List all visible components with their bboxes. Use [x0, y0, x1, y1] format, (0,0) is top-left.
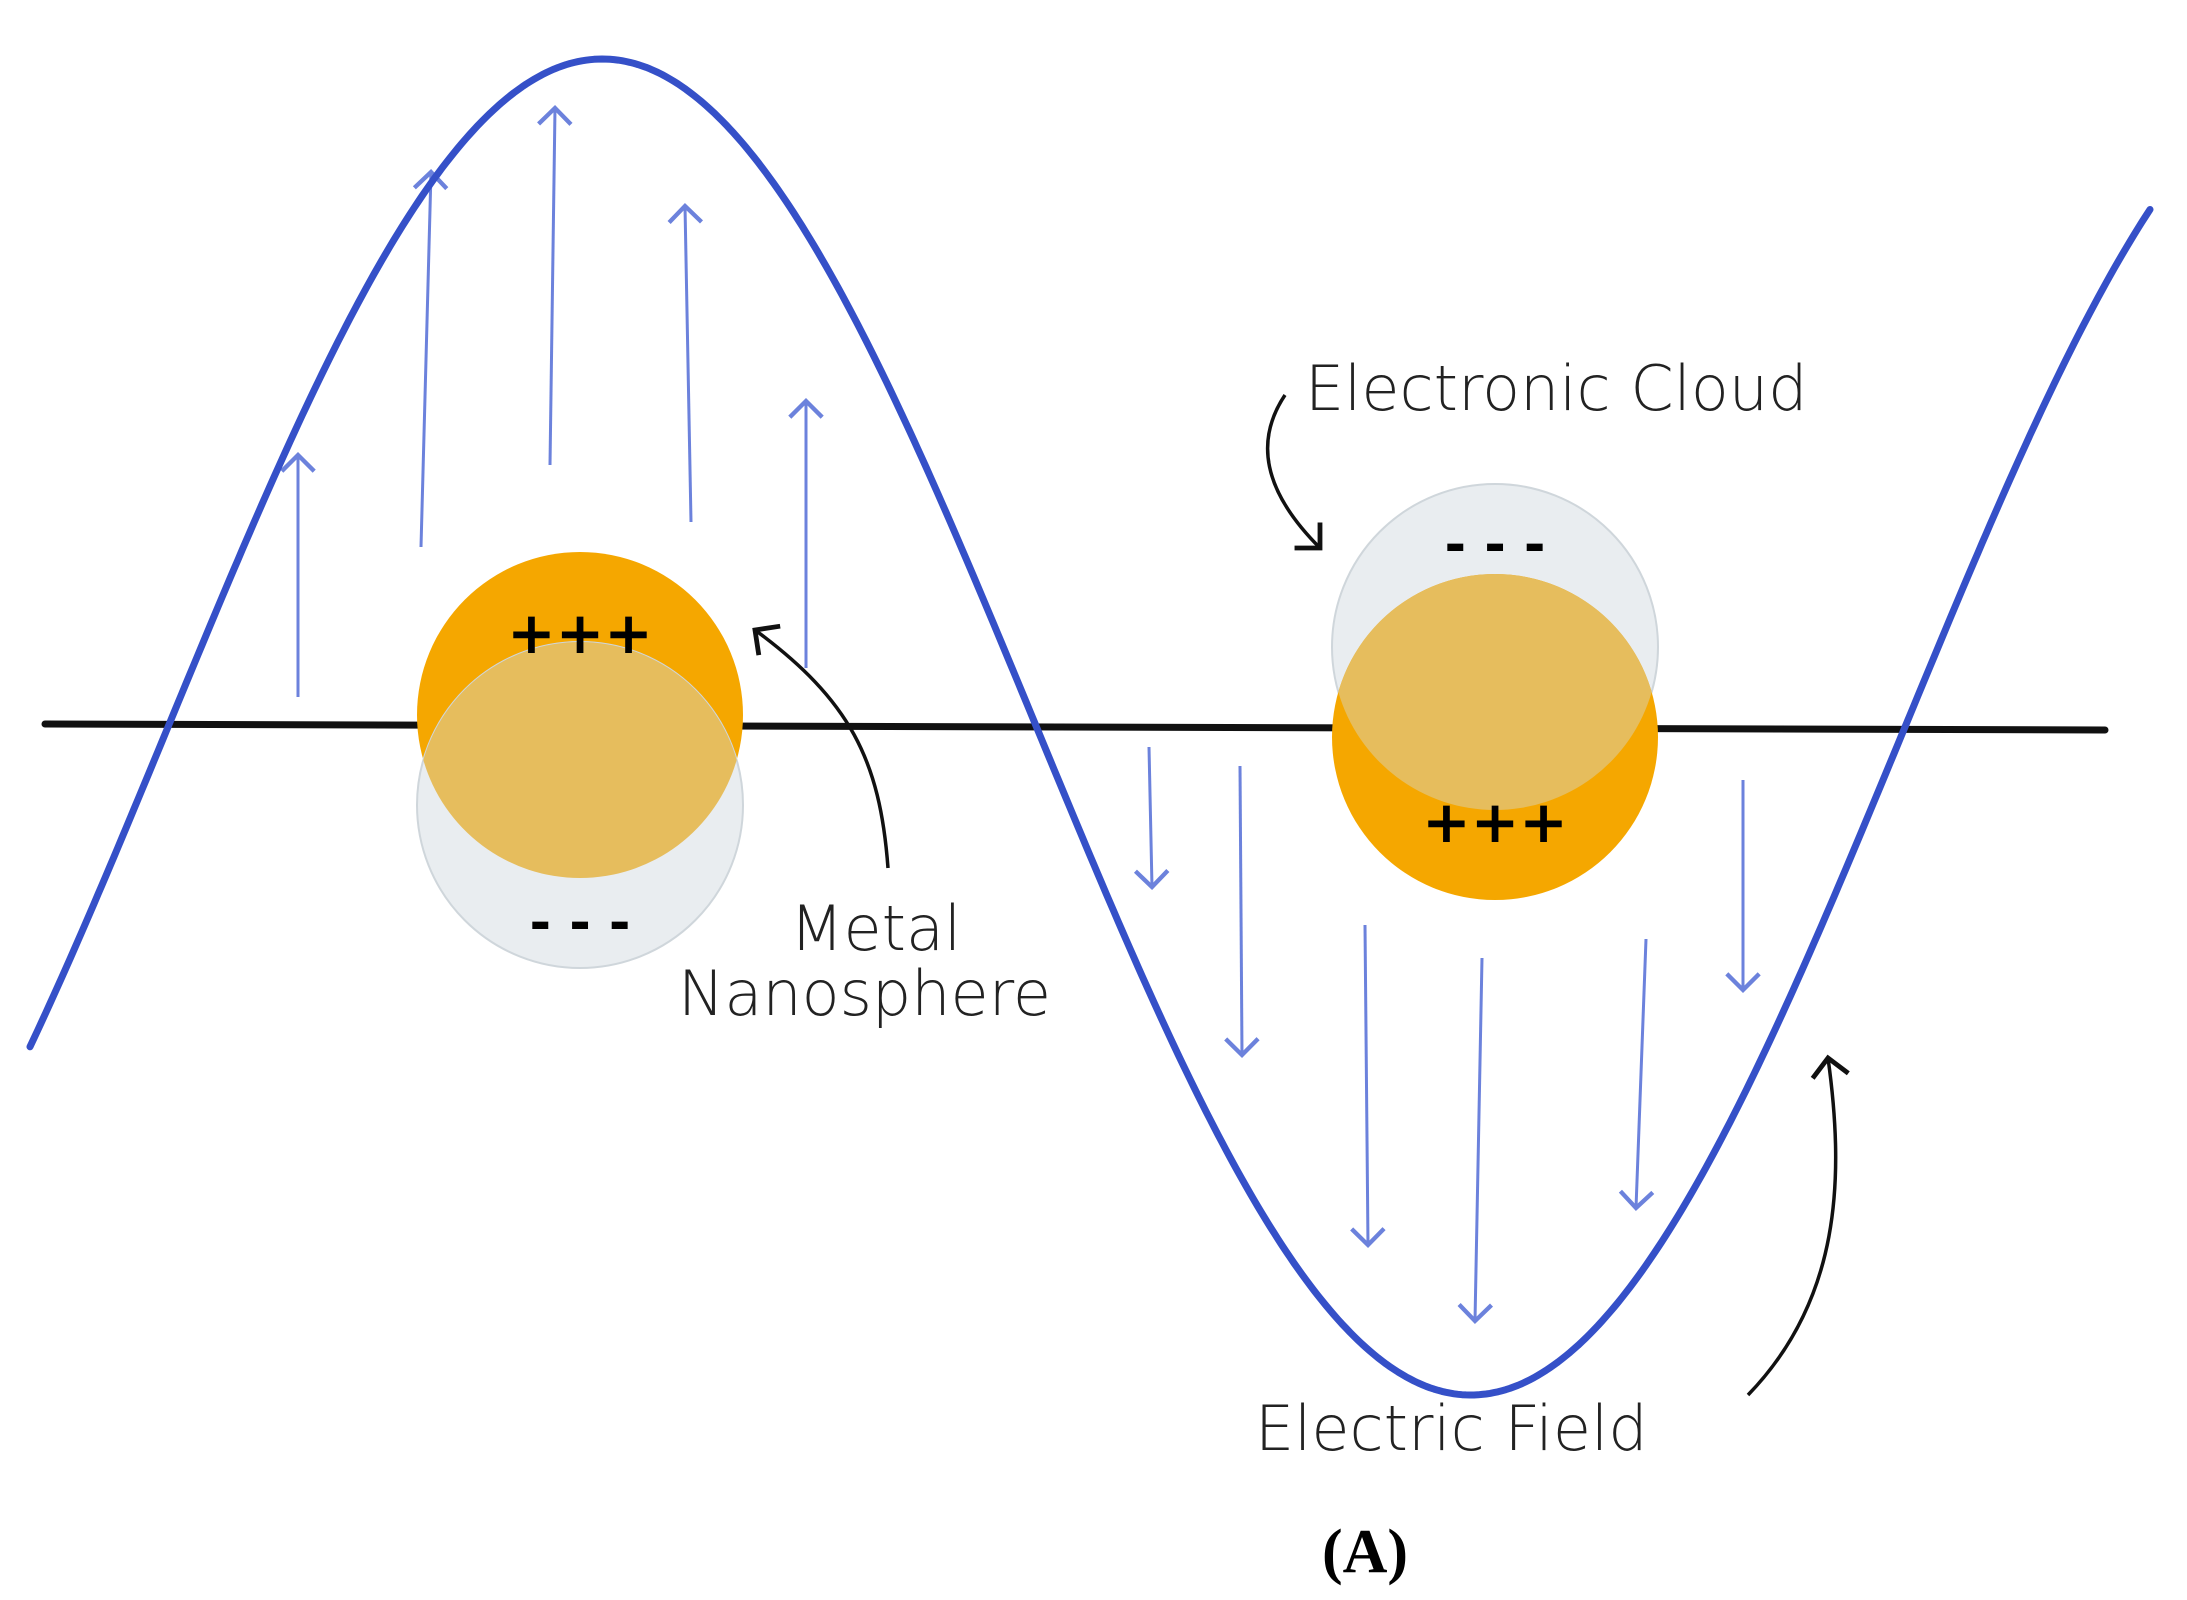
curved-arrow-icon: [752, 623, 890, 869]
overlap-lenses: [423, 573, 1652, 878]
panel-label: (A): [1322, 1518, 1408, 1586]
overlap-lens: [423, 642, 737, 878]
field-arrows-down: [1133, 746, 1761, 1325]
metal-label-line2: Nanosphere: [678, 957, 1051, 1030]
right-negative-charge: - - -: [1445, 515, 1546, 575]
axis-line: [41, 720, 2109, 734]
arrow-up-icon: [412, 168, 449, 548]
left-negative-charge: - - -: [530, 893, 631, 953]
arrow-down-icon: [1224, 765, 1260, 1059]
electric-field-label: Electric Field: [1255, 1392, 1648, 1465]
curved-arrow-icon: [1265, 394, 1323, 551]
curved-arrow-icon: [1746, 1054, 1850, 1397]
arrow-down-icon: [1457, 957, 1494, 1325]
metal-label-line1: Metal: [790, 892, 961, 965]
arrow-up-icon: [667, 202, 704, 523]
arrow-down-icon: [1133, 746, 1170, 891]
left-positive-charge: +++: [507, 599, 653, 667]
electric-field-wave: [26, 55, 2154, 1399]
electronic-cloud-label: Electronic Cloud: [1305, 352, 1807, 425]
right-positive-charge: +++: [1422, 788, 1568, 856]
field-arrows-up: [280, 104, 824, 697]
arrow-up-icon: [537, 104, 573, 466]
arrow-down-icon: [1618, 938, 1655, 1212]
arrow-down-icon: [1350, 924, 1386, 1249]
overlap-lens: [1338, 573, 1652, 811]
